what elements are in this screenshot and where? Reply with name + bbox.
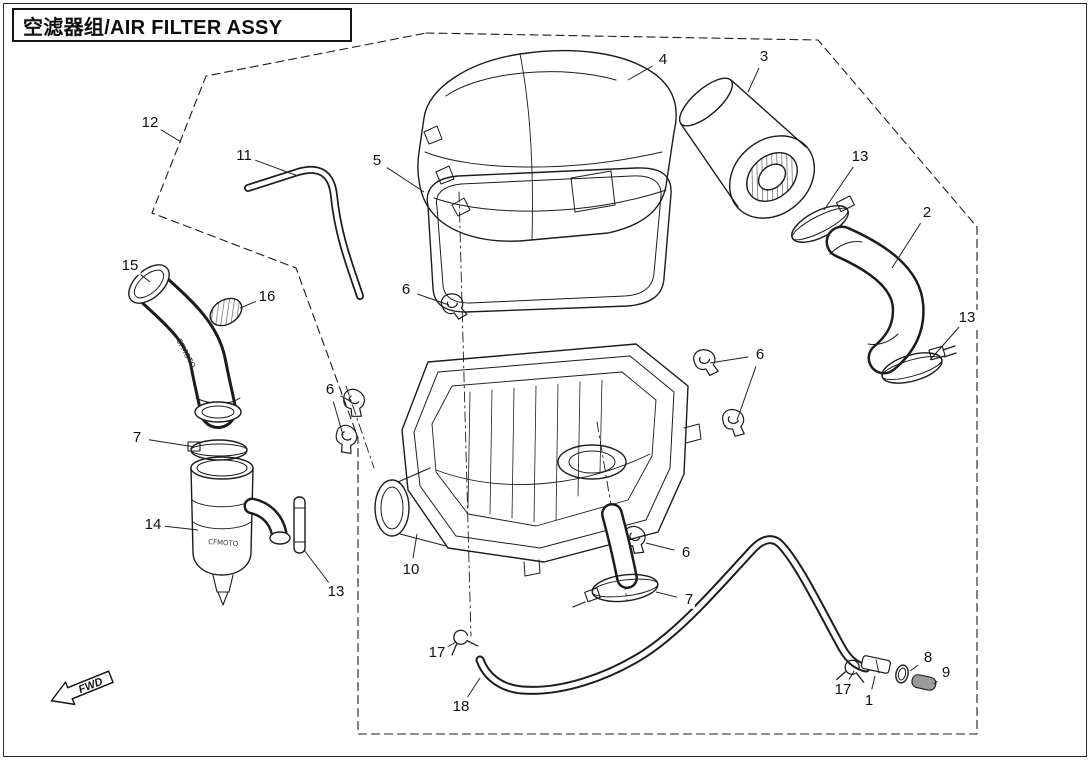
outlet-hose-and-clamp-7-drawing	[572, 503, 659, 608]
leader-line-6	[736, 366, 757, 421]
leader-line-17	[848, 670, 855, 680]
cover-gasket-drawing	[426, 167, 672, 313]
drain-hose-drawing	[475, 535, 871, 695]
small-breather-pipe-drawing	[293, 496, 306, 554]
centerline-dashes	[345, 191, 628, 637]
callout-leader-lines	[139, 65, 960, 698]
leader-line-3	[747, 67, 760, 93]
leader-line-7	[655, 591, 678, 598]
hose-clamp-13-upper-drawing	[791, 195, 855, 243]
leader-line-5	[386, 167, 425, 193]
leader-line-6	[645, 542, 675, 551]
hose-end-fittings-drawing	[860, 655, 937, 691]
brand-text-resonator: CFMOTO	[208, 538, 239, 548]
retaining-clip-17-right-drawing	[836, 659, 865, 683]
filter-element-drawing	[678, 77, 816, 219]
retaining-clip-17-left-drawing	[451, 629, 479, 656]
leader-line-4	[627, 65, 653, 81]
hose-clamp-13-right-drawing	[881, 345, 957, 384]
leader-line-1	[871, 675, 876, 690]
fwd-arrow-icon: FWD	[50, 670, 114, 706]
mounting-clip-6-drawings	[335, 293, 745, 554]
leader-line-6	[332, 401, 344, 436]
fwd-direction-marker: FWD	[36, 664, 126, 721]
breather-hose-drawing	[244, 165, 364, 300]
diagram-title-box: 空滤器组/AIR FILTER ASSY	[12, 8, 352, 42]
leader-line-6	[340, 395, 351, 402]
leader-line-12	[159, 128, 182, 143]
leader-line-15	[139, 273, 151, 283]
page-title: 空滤器组/AIR FILTER ASSY	[23, 16, 283, 39]
leader-line-8	[909, 664, 919, 672]
leader-line-16	[239, 301, 257, 309]
air-filter-housing-drawing	[374, 343, 702, 577]
leader-line-13	[823, 166, 854, 211]
air-filter-cover-drawing	[417, 49, 677, 242]
leader-line-17	[447, 641, 457, 648]
leader-line-7	[148, 439, 196, 448]
fwd-label: FWD	[77, 676, 105, 697]
leader-line-11	[255, 159, 299, 177]
resonator-box-drawing	[190, 456, 291, 606]
leader-line-13	[303, 549, 330, 583]
leader-line-2	[891, 222, 922, 269]
leader-line-13	[929, 326, 960, 361]
intake-snorkel-drawing	[128, 264, 243, 429]
leader-line-9	[933, 680, 938, 685]
leader-line-6	[709, 356, 749, 364]
leader-line-14	[164, 525, 199, 531]
leader-line-6	[417, 293, 450, 306]
assembly-boundary-dashed	[151, 32, 978, 735]
leader-line-18	[467, 677, 481, 698]
leader-line-10	[412, 533, 418, 559]
intake-elbow-hose-drawing	[825, 225, 925, 375]
